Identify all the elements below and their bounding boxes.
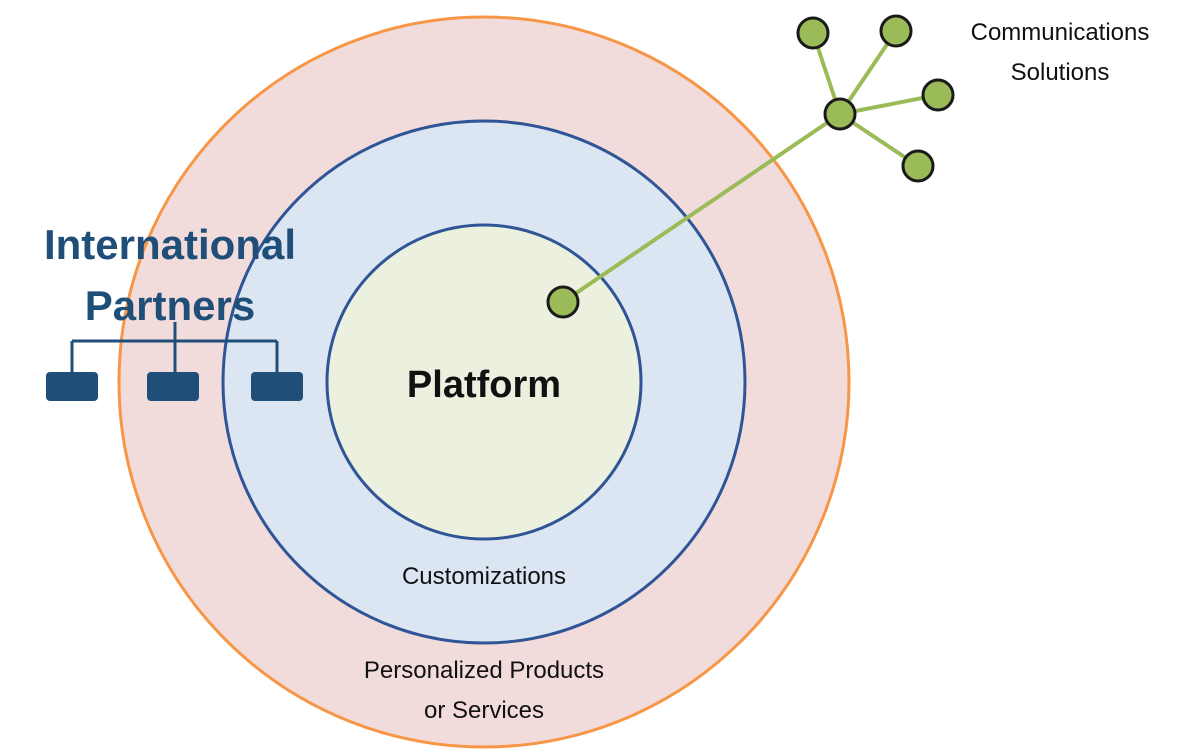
- network-node-leaf-1: [796, 16, 830, 50]
- network-node-platform: [546, 285, 580, 319]
- network-link-platform-hub: [561, 112, 842, 304]
- network-node-leaf-2: [879, 14, 913, 48]
- partner-node-3: [251, 372, 303, 401]
- customizations-label: Customizations: [402, 563, 566, 590]
- international-partners-label-line1: International: [44, 221, 296, 268]
- partner-node-1: [46, 372, 98, 401]
- network-link-hub-leaf-2: [838, 29, 898, 116]
- communications-label-line2: Solutions: [1011, 59, 1110, 86]
- network-node-hub: [823, 97, 857, 131]
- network-node-leaf-3: [921, 78, 955, 112]
- platform-label: Platform: [407, 364, 561, 406]
- international-partners-label-line2: Partners: [85, 282, 255, 329]
- international-partners-tree: [70, 322, 279, 372]
- personalized-label-line1: Personalized Products: [364, 657, 604, 684]
- network-link-hub-leaf-3: [839, 93, 939, 116]
- network-node-leaf-4: [901, 149, 935, 183]
- partner-node-2: [147, 372, 199, 401]
- personalized-label-line2: or Services: [424, 697, 544, 724]
- communications-network-nodes: [546, 14, 955, 319]
- communications-label-line1: Communications: [971, 19, 1150, 46]
